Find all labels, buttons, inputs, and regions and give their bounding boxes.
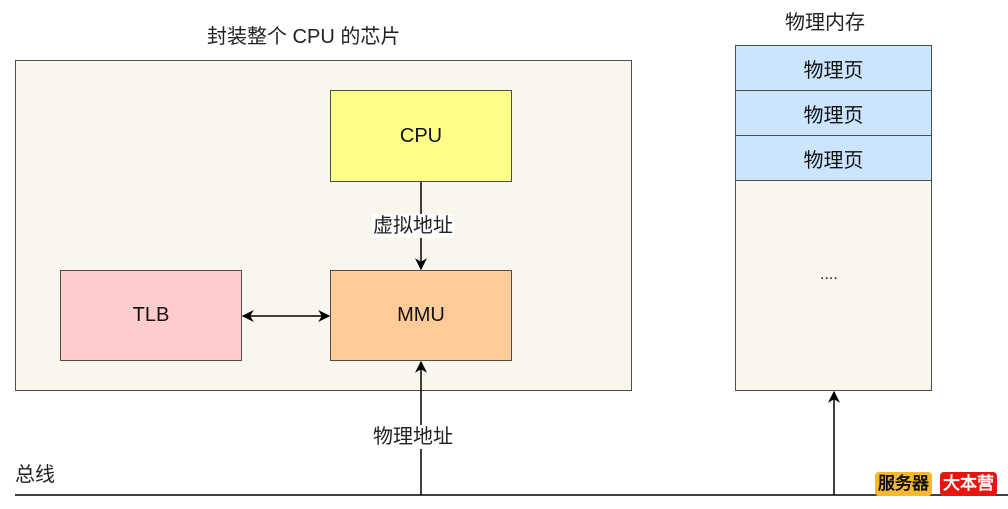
bus-label: 总线 xyxy=(15,464,55,486)
tlb-box: TLB xyxy=(60,270,242,361)
memory-page: 物理页 xyxy=(735,90,932,136)
memory-title: 物理内存 xyxy=(785,12,865,34)
memory-page-label: 物理页 xyxy=(803,104,864,127)
cpu-label: CPU xyxy=(399,124,443,147)
cpu-box: CPU xyxy=(330,90,512,182)
tlb-label: TLB xyxy=(132,304,170,326)
memory-page-label: 物理页 xyxy=(803,59,864,82)
physical-address-label: 物理地址 xyxy=(372,425,454,449)
chip-title: 封装整个 CPU 的芯片 xyxy=(207,26,401,48)
watermark-badge-server: 服务器 xyxy=(875,472,932,496)
watermark-badge-camp: 大本营 xyxy=(940,472,997,496)
memory-page-label: 物理页 xyxy=(803,149,864,172)
memory-page: 物理页 xyxy=(735,45,932,91)
virtual-address-label: 虚拟地址 xyxy=(372,214,454,238)
memory-page: 物理页 xyxy=(735,135,932,181)
memory-rest-label: .... xyxy=(820,266,838,283)
mmu-label: MMU xyxy=(397,304,445,326)
mmu-box: MMU xyxy=(330,270,512,361)
